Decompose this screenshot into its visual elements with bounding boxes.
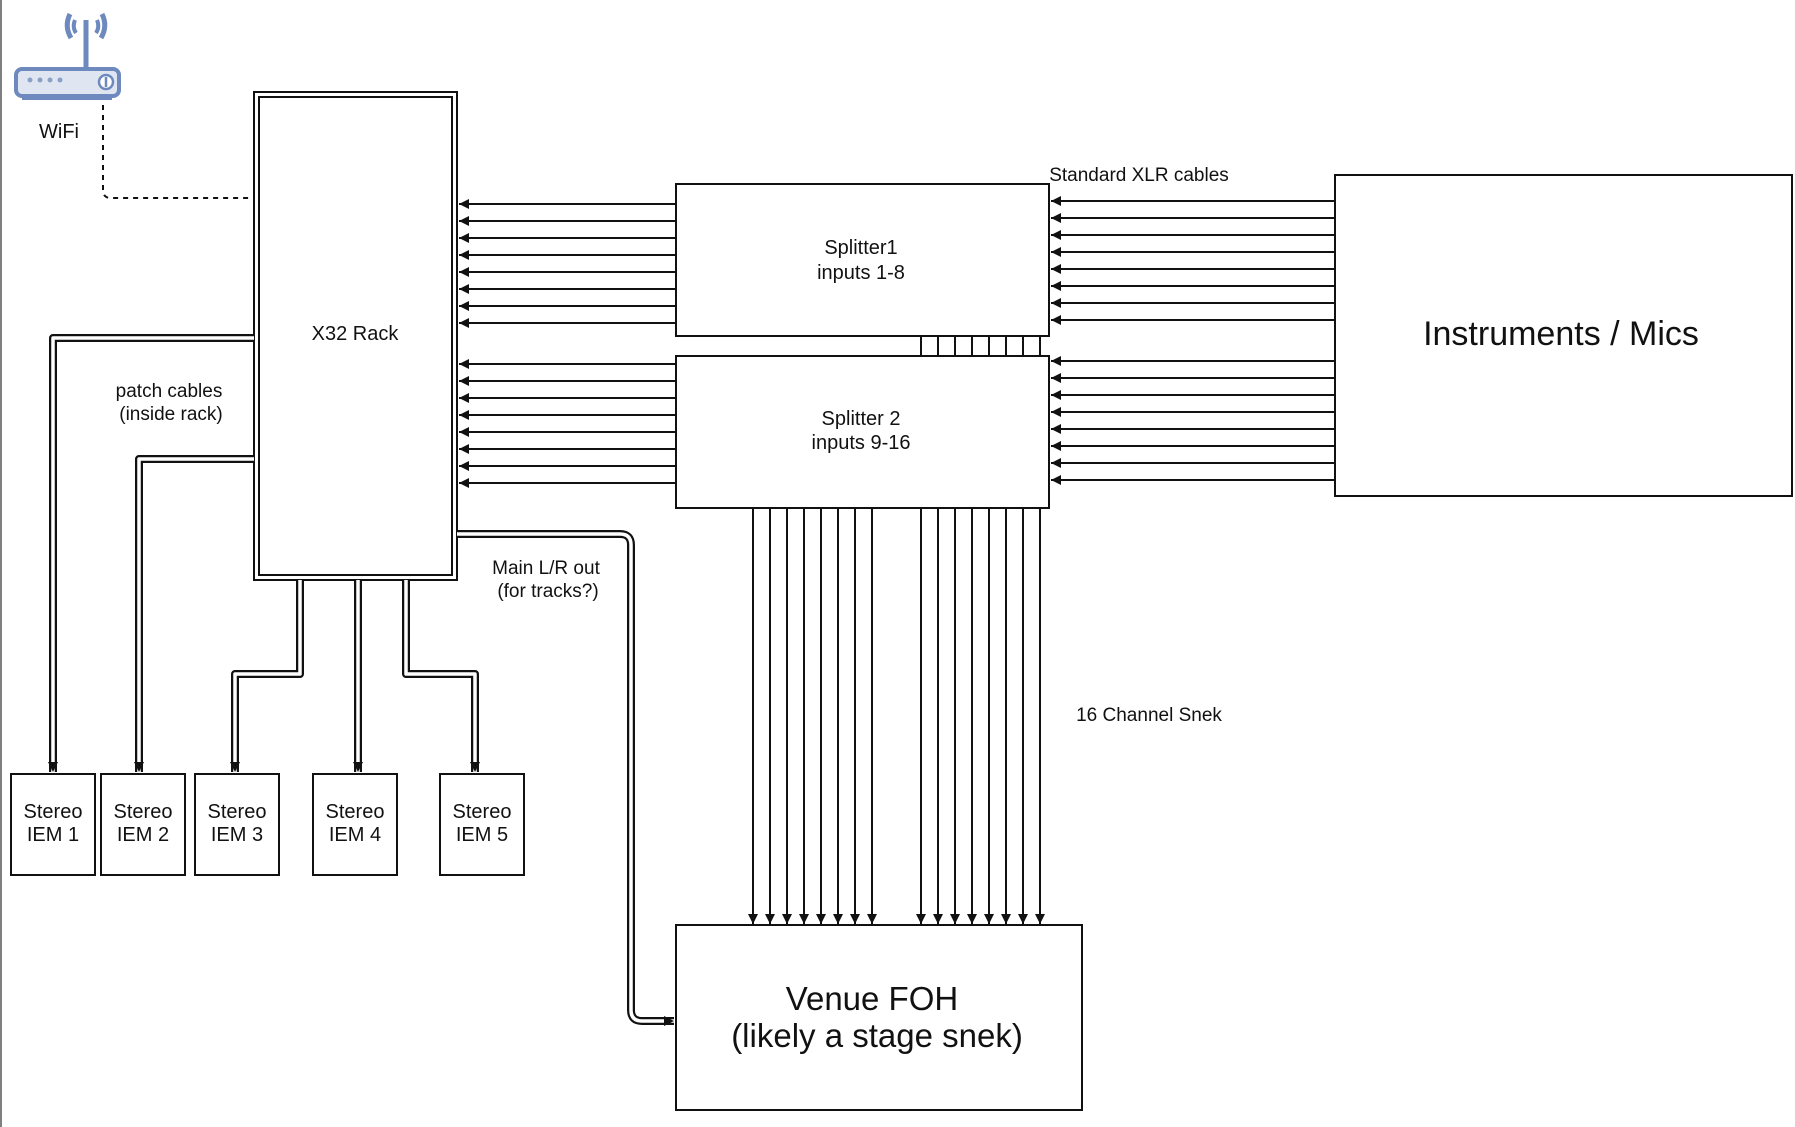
instruments-mics-box[interactable] — [1334, 174, 1793, 497]
cables-splitter-link — [920, 336, 1041, 356]
x32-rack[interactable] — [253, 91, 458, 581]
cables-snek-to-foh — [748, 508, 1045, 924]
iem-5-label: Stereo — [453, 801, 512, 823]
iem-3[interactable]: Stereo IEM 3 — [194, 773, 280, 876]
x32-rack-inner-border — [258, 96, 453, 576]
venue-foh-box[interactable] — [675, 924, 1083, 1111]
iem-1[interactable]: Stereo IEM 1 — [10, 773, 96, 876]
cable-main-lr — [457, 530, 674, 1026]
venue-foh-label: Venue FOH — [786, 980, 958, 1017]
iem-5-sublabel: IEM 5 — [456, 824, 508, 846]
splitter-2-label: Splitter 2 — [822, 408, 901, 430]
splitter-1-sublabel: inputs 1-8 — [817, 262, 905, 284]
splitter-1[interactable] — [675, 183, 1050, 337]
iem-cable-5-inner — [404, 580, 477, 772]
iem-2-label: Stereo — [114, 801, 173, 823]
main-lr-subnote: (for tracks?) — [497, 581, 598, 602]
splitter-2-sublabel: inputs 9-16 — [812, 432, 911, 454]
splitter-1-label: Splitter1 — [824, 237, 897, 259]
cables-instruments-to-splitters — [1051, 196, 1335, 485]
wifi-label: WiFi — [39, 121, 79, 143]
patch-cables-subnote: (inside rack) — [119, 404, 222, 425]
iem-cable-3-inner — [233, 580, 302, 772]
cables-x32-to-iems — [48, 334, 480, 772]
main-lr-note: Main L/R out — [492, 558, 600, 579]
wifi-router-icon — [14, 12, 121, 100]
iem-2[interactable]: Stereo IEM 2 — [100, 773, 186, 876]
patch-cables-note: patch cables — [116, 381, 223, 402]
cables-splitters-to-x32 — [459, 199, 676, 488]
standard-xlr-note: Standard XLR cables — [1049, 165, 1229, 186]
iem-4[interactable]: Stereo IEM 4 — [312, 773, 398, 876]
iem-cable-5-outer — [402, 580, 479, 772]
splitter-2[interactable] — [675, 355, 1050, 509]
iem-1-label: Stereo — [24, 801, 83, 823]
iem-3-label: Stereo — [208, 801, 267, 823]
iem-5[interactable]: Stereo IEM 5 — [439, 773, 525, 876]
iem-4-label: Stereo — [326, 801, 385, 823]
iem-4-sublabel: IEM 4 — [329, 824, 381, 846]
main-lr-cable-inner — [457, 532, 674, 1023]
venue-foh-sublabel: (likely a stage snek) — [731, 1017, 1023, 1054]
snek-note: 16 Channel Snek — [1076, 705, 1222, 726]
instruments-mics-label: Instruments / Mics — [1423, 315, 1699, 353]
iem-2-sublabel: IEM 2 — [117, 824, 169, 846]
iem-cable-1-inner — [51, 336, 254, 772]
wifi-connection — [102, 105, 253, 199]
iem-cable-3-outer — [231, 580, 304, 772]
iem-cable-2-inner — [137, 457, 254, 772]
iem-1-sublabel: IEM 1 — [27, 824, 79, 846]
x32-rack-label: X32 Rack — [312, 323, 400, 345]
iem-3-sublabel: IEM 3 — [211, 824, 263, 846]
